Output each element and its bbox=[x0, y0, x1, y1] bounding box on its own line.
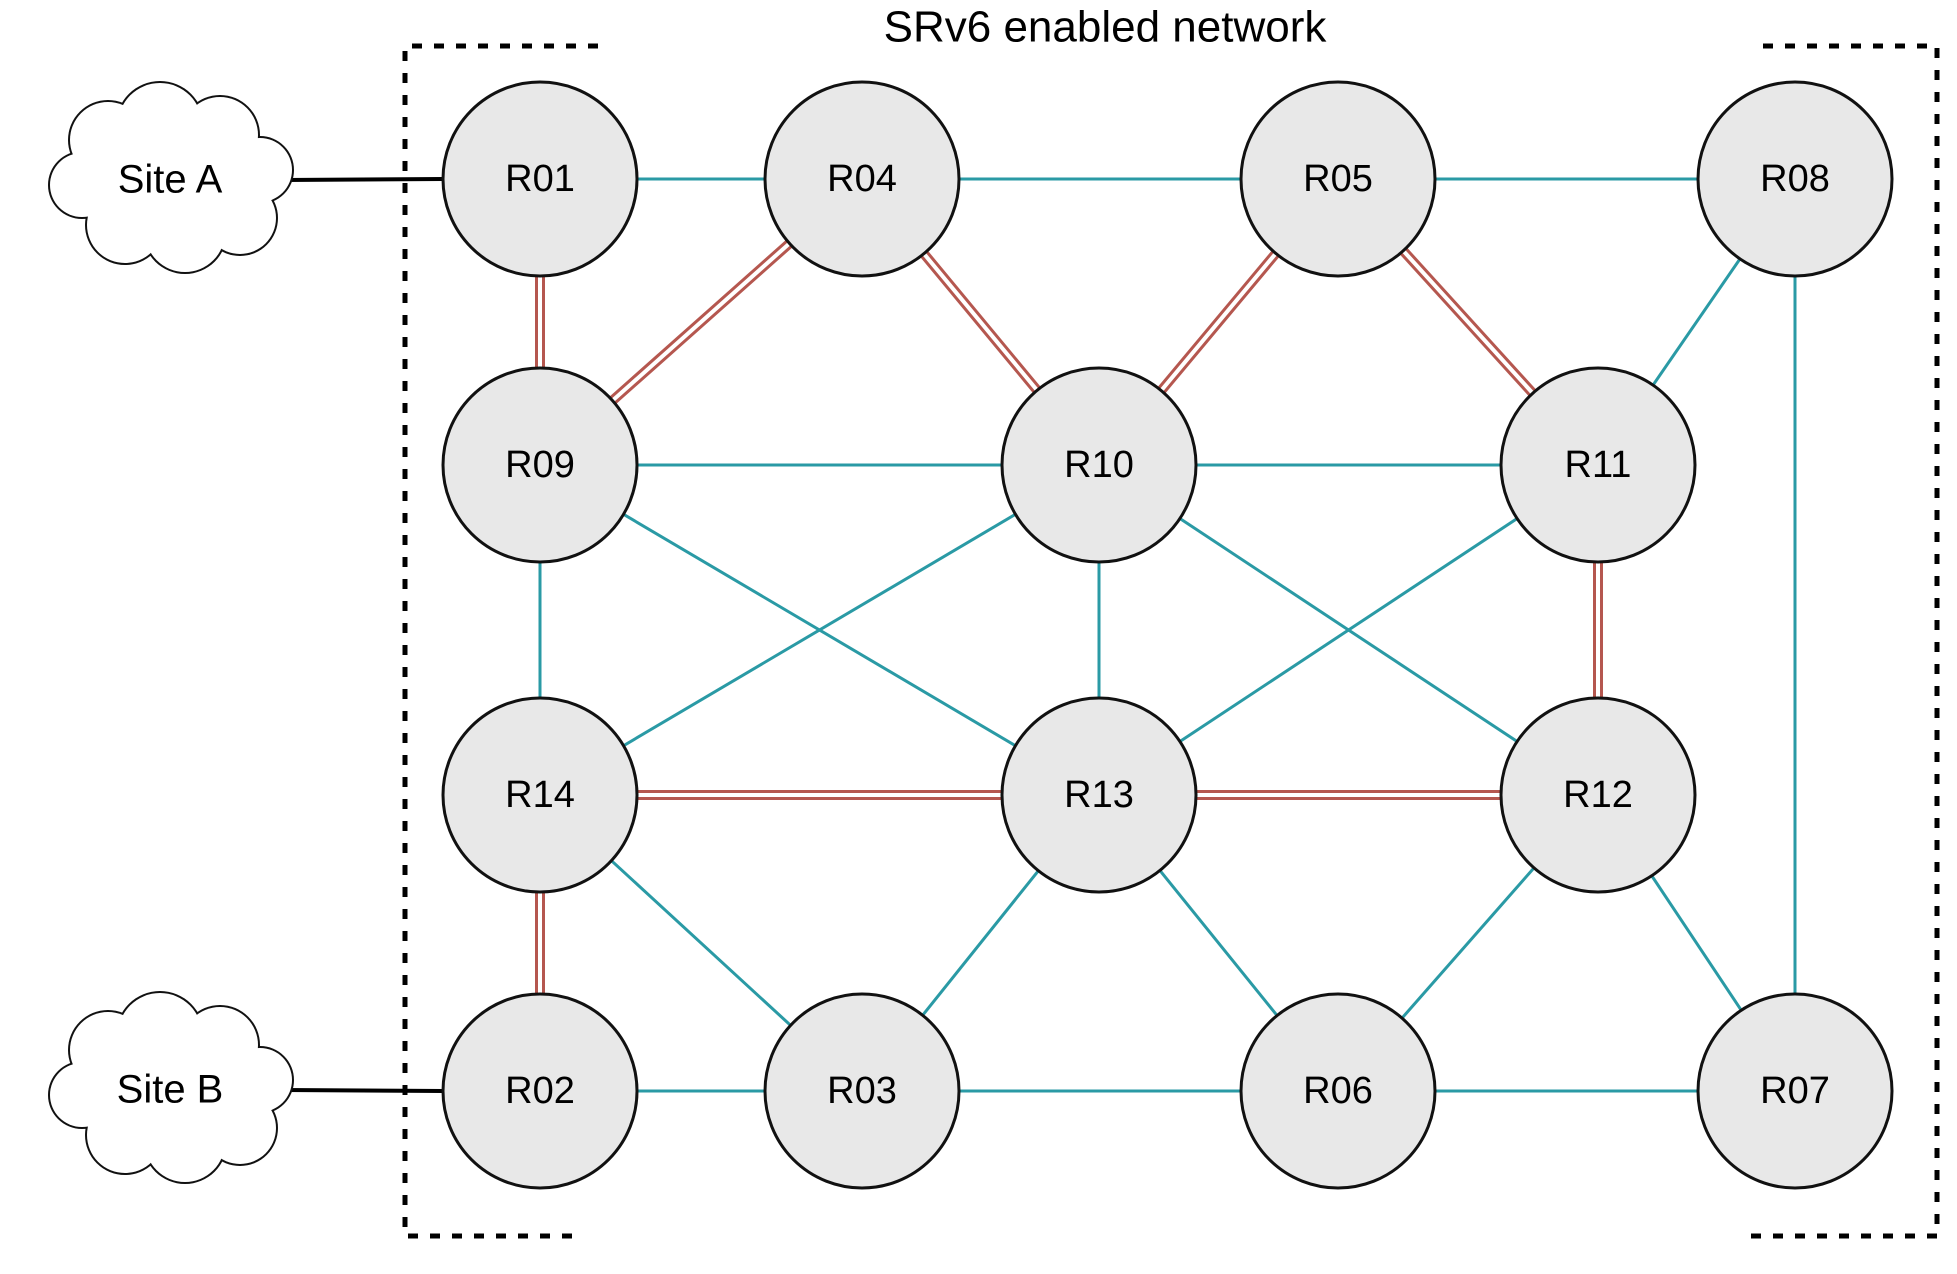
router-label: R06 bbox=[1303, 1070, 1373, 1112]
router-node-r14: R14 bbox=[441, 696, 639, 894]
router-circle bbox=[1499, 366, 1697, 564]
link-r11-r13 bbox=[1098, 463, 1599, 797]
links-layer bbox=[284, 175, 1797, 1093]
router-label: R11 bbox=[1565, 444, 1632, 486]
link-r10-r14 bbox=[539, 463, 1100, 797]
left-domain-bracket bbox=[402, 43, 598, 1239]
router-label: R12 bbox=[1563, 774, 1633, 816]
cloud-fill-core bbox=[77, 1040, 263, 1140]
access-link-siteA-r01 bbox=[284, 177, 444, 182]
right-domain-bracket bbox=[1745, 43, 1940, 1239]
router-node-r05: R05 bbox=[1239, 80, 1437, 278]
router-circle bbox=[1696, 992, 1894, 1190]
router-label: R09 bbox=[505, 444, 575, 486]
router-node-r10: R10 bbox=[1000, 366, 1198, 564]
router-circle bbox=[1239, 80, 1437, 278]
router-circle bbox=[1000, 366, 1198, 564]
router-node-r06: R06 bbox=[1239, 992, 1437, 1190]
site-label: Site B bbox=[117, 1068, 224, 1112]
router-circle bbox=[1239, 992, 1437, 1190]
router-label: R13 bbox=[1064, 774, 1134, 816]
router-circle bbox=[441, 696, 639, 894]
router-circle bbox=[441, 992, 639, 1190]
router-node-r13: R13 bbox=[1000, 696, 1198, 894]
diagram-title: SRv6 enabled network bbox=[884, 3, 1328, 52]
router-node-r12: R12 bbox=[1499, 696, 1697, 894]
router-circle bbox=[441, 80, 639, 278]
router-label: R14 bbox=[505, 774, 575, 816]
router-label: R10 bbox=[1064, 444, 1134, 486]
router-node-r08: R08 bbox=[1696, 80, 1894, 278]
site-cloud-siteb: Site B bbox=[48, 991, 294, 1184]
router-circle bbox=[763, 80, 961, 278]
router-label: R02 bbox=[505, 1070, 575, 1112]
router-label: R05 bbox=[1303, 158, 1373, 200]
router-circle bbox=[1696, 80, 1894, 278]
router-label: R04 bbox=[827, 158, 897, 200]
router-label: R03 bbox=[827, 1070, 897, 1112]
site-label: Site A bbox=[118, 158, 223, 202]
sites-layer: Site A Site B bbox=[48, 81, 294, 1184]
access-link-siteB-r02 bbox=[284, 1088, 444, 1093]
router-node-r01: R01 bbox=[441, 80, 639, 278]
router-circle bbox=[441, 366, 639, 564]
router-node-r03: R03 bbox=[763, 992, 961, 1190]
router-node-r02: R02 bbox=[441, 992, 639, 1190]
router-node-r04: R04 bbox=[763, 80, 961, 278]
router-circle bbox=[1000, 696, 1198, 894]
router-node-r11: R11 bbox=[1499, 366, 1697, 564]
site-cloud-sitea: Site A bbox=[48, 81, 294, 274]
router-circle bbox=[763, 992, 961, 1190]
cloud-fill-core bbox=[77, 130, 263, 230]
router-label: R01 bbox=[505, 158, 575, 200]
router-node-r07: R07 bbox=[1696, 992, 1894, 1190]
router-circle bbox=[1499, 696, 1697, 894]
router-label: R08 bbox=[1760, 158, 1830, 200]
router-label: R07 bbox=[1760, 1070, 1830, 1112]
router-node-r09: R09 bbox=[441, 366, 639, 564]
